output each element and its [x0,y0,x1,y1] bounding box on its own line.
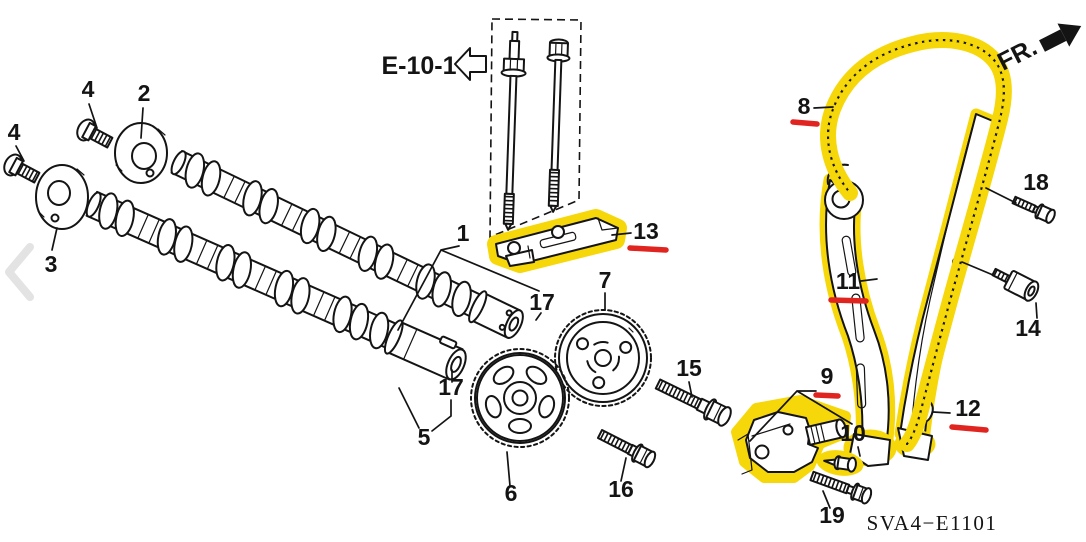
mounting-bolt-long [546,38,571,213]
callout-19-18[interactable]: 18 [1023,169,1049,195]
underline-9 [813,392,841,399]
guide-bolt-18 [1011,195,1056,224]
end-plate-2 [114,122,168,184]
vtc-actuator-7 [554,309,652,407]
callout-labels: 4 2 4 3 1 13 17 17 5 7 6 15 16 8 11 9 10… [8,76,1049,528]
tensioner-arm-11 [819,163,897,467]
callout-5-13[interactable]: 13 [633,218,659,244]
callout-20-19[interactable]: 19 [819,502,845,528]
flange-bolt-16 [596,428,657,469]
pin-bolt-10 [816,450,864,476]
tensioner-plunger [804,418,847,446]
marker-underlines [627,119,989,433]
end-plate-3 [35,164,89,230]
callout-18-14[interactable]: 14 [1015,315,1041,341]
callout-6-17[interactable]: 17 [529,289,555,315]
fr-arrow-icon [1039,23,1082,52]
callout-4-1[interactable]: 1 [457,220,470,246]
callout-10-6[interactable]: 6 [505,480,518,506]
callout-16-10[interactable]: 10 [840,420,866,446]
guide-plate-13 [487,209,627,273]
camshaft-lower [85,190,467,381]
underline-8 [790,119,820,127]
callout-1-2[interactable]: 2 [138,80,151,106]
callout-7-17[interactable]: 17 [438,374,464,400]
underline-11 [828,297,869,304]
ref-link-e-10-1[interactable]: E-10-1 [381,47,487,81]
ref-label[interactable]: E-10-1 [381,52,456,80]
callout-13-8[interactable]: 8 [798,93,811,119]
callout-15-9[interactable]: 9 [821,363,834,389]
mounting-stud-long [500,30,527,231]
callout-11-15[interactable]: 15 [676,355,702,381]
plug-bolt-4b [3,153,41,184]
underline-13 [627,245,669,253]
back-chevron-icon[interactable] [5,243,34,301]
callout-2-4[interactable]: 4 [8,119,21,145]
drawing-code: SVA4−E1101 [867,511,998,535]
callout-12-16[interactable]: 16 [608,476,634,502]
callout-8-5[interactable]: 5 [418,424,431,450]
ref-arrow-left-icon [454,47,487,81]
dashed-box [489,18,582,239]
cam-sprocket-6 [470,348,570,448]
callout-14-11[interactable]: 11 [836,268,861,294]
tensioner-bolt-19 [809,470,873,505]
callout-0-4[interactable]: 4 [82,76,95,102]
timing-chain-8 [820,32,1012,452]
socket-bolt-14 [991,267,1040,302]
callout-9-7[interactable]: 7 [599,267,612,293]
camshaft-upper [170,150,524,339]
fr-direction-marker: FR. [993,23,1082,76]
stud-reference-box [489,18,582,239]
plug-bolt-4a [76,118,114,149]
callout-17-12[interactable]: 12 [955,395,981,421]
flange-bolt-15 [654,378,732,427]
keyway-slot [439,335,458,350]
leader-lines [15,103,1038,509]
callout-3-3[interactable]: 3 [45,251,58,277]
underline-12 [949,424,989,433]
